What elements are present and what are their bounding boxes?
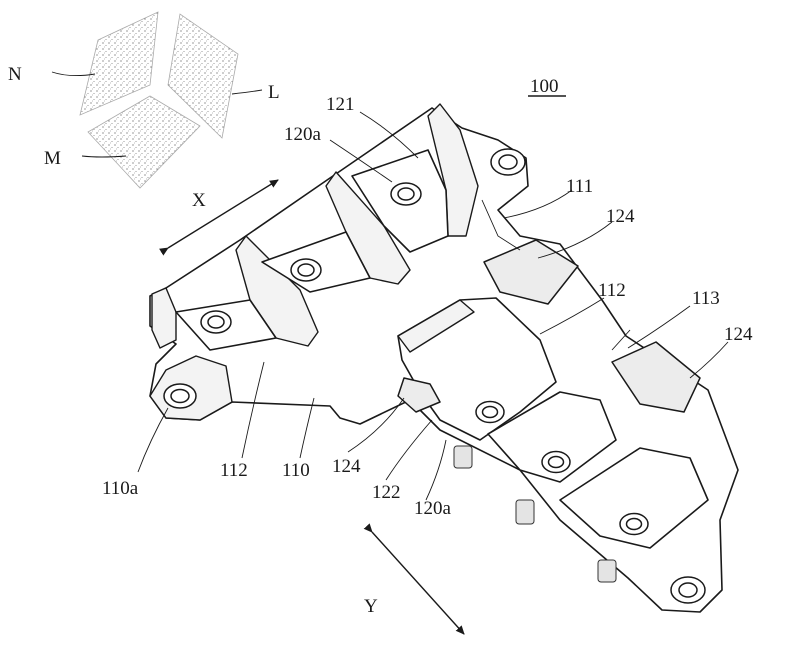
label-124-bottom: 124 [332,456,361,477]
label-124-right: 124 [724,324,753,345]
label-121: 121 [326,94,355,115]
axis-y-label: Y [364,596,378,617]
axis-x-label: X [192,190,206,211]
label-120a-top: 120a [284,124,322,145]
label-110: 110 [282,460,310,481]
label-111: 111 [566,176,593,197]
cube-label-n: N [8,64,22,85]
y-axis-arrow [372,532,464,634]
label-113: 113 [692,288,720,309]
cube-face-m [88,96,200,188]
label-124-top: 124 [606,206,635,227]
label-122: 122 [372,482,401,503]
label-112-right: 112 [598,280,626,301]
reference-number: 100 [530,76,559,97]
bracket-assembly [150,104,738,612]
cube-label-l: L [268,82,280,103]
label-112-left: 112 [220,460,248,481]
label-110a: 110a [102,478,139,499]
cube-label-m: M [44,148,61,169]
orientation-cube [52,12,262,188]
label-120a-bottom: 120a [414,498,452,519]
